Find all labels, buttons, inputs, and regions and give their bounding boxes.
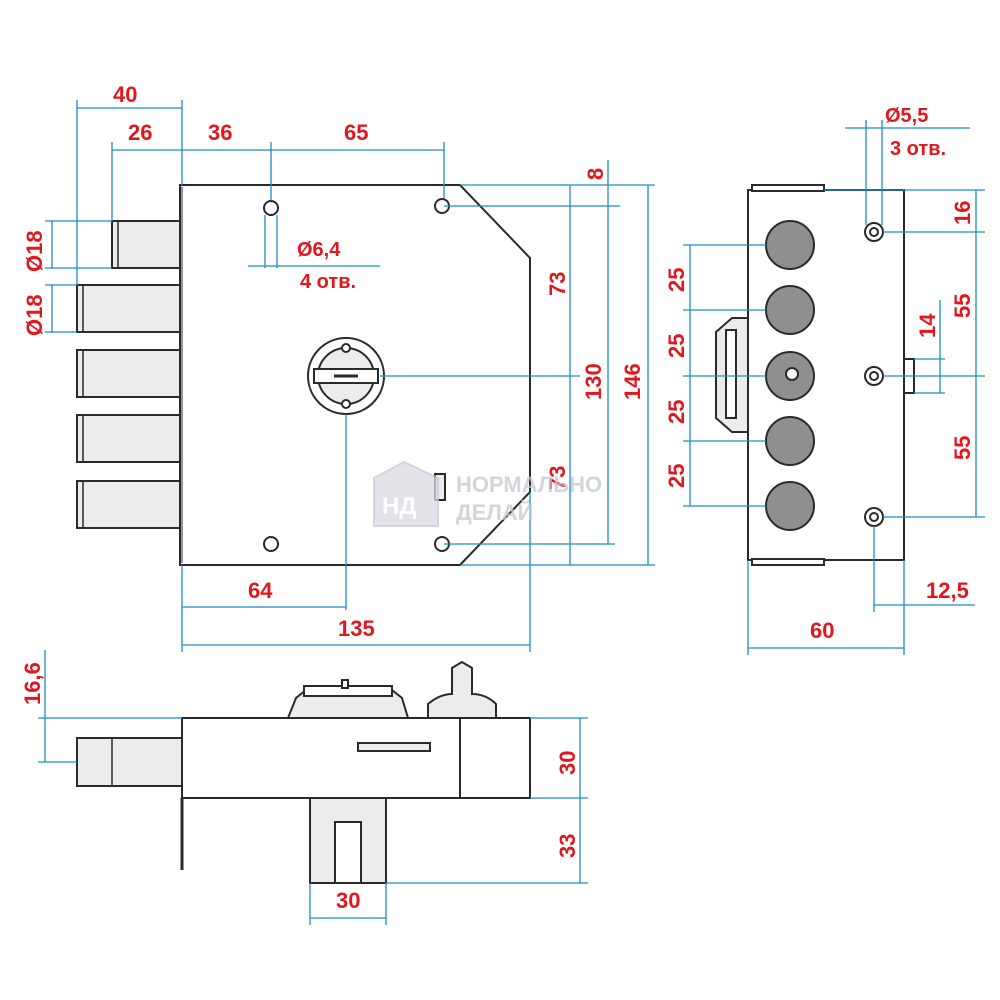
pitch-label-3: 25 (664, 400, 689, 424)
dim-label-40: 40 (113, 82, 137, 107)
dim-label-135: 135 (338, 616, 375, 641)
bolts (76, 220, 183, 529)
dim-label-33: 33 (555, 834, 580, 858)
hole-diameter-label: Ø6,4 (297, 239, 341, 261)
dim-label-55-top: 55 (950, 294, 975, 318)
dim-label-73-bottom: 73 (545, 466, 570, 490)
dim-label-d18-top: Ø18 (22, 230, 47, 272)
knob (427, 660, 497, 719)
bolt-end (765, 481, 815, 531)
screw-hole-inner (869, 371, 879, 381)
dim-label-36: 36 (208, 120, 232, 145)
side-dimensions (683, 120, 985, 655)
dim-label-146: 146 (620, 363, 645, 400)
dim-label-14: 14 (915, 313, 940, 338)
screw-diameter-label: Ø5,5 (885, 105, 928, 127)
dim-label-60: 60 (810, 618, 834, 643)
watermark-line-1: НОРМАЛЬНО (456, 472, 602, 497)
bolt-4 (76, 414, 183, 463)
cylinder-pin-top (341, 343, 351, 353)
top-slot (357, 742, 431, 752)
watermark: НД НОРМАЛЬНО ДЕЛАЙ (373, 460, 602, 527)
watermark-logo-letters: НД (382, 493, 416, 520)
hole-count-label: 4 отв. (300, 271, 356, 293)
dim-label-d18-bottom: Ø18 (22, 294, 47, 336)
mounting-hole (263, 200, 279, 216)
front-view: 40 26 36 65 8 Ø18 Ø18 Ø6,4 4 отв. 73 73 … (22, 82, 655, 652)
mounting-hole (263, 536, 279, 552)
cylinder-pin (341, 679, 349, 689)
dim-label-16-6: 16,6 (20, 662, 45, 705)
top-dimensions (38, 650, 588, 925)
dim-label-30-height: 30 (555, 751, 580, 775)
bolt-end (765, 416, 815, 466)
dim-label-26: 26 (128, 120, 152, 145)
front-dimensions (45, 100, 655, 652)
cylinder (307, 337, 385, 415)
bolt-end-center (785, 367, 799, 381)
bolt-end (765, 220, 815, 270)
dim-label-30-width: 30 (336, 888, 360, 913)
faceplate-top-flange (751, 184, 825, 192)
strike-slot (334, 821, 362, 884)
bolt-3 (76, 349, 183, 398)
screw-hole-inner (869, 512, 879, 522)
screw-count-label: 3 отв. (890, 138, 946, 160)
pitch-label-4: 25 (664, 464, 689, 488)
watermark-line-2: ДЕЛАЙ (456, 500, 533, 525)
faceplate-bottom-flange (751, 558, 825, 566)
pitch-label-2: 25 (664, 334, 689, 358)
top-body (181, 717, 531, 799)
bolt-end (765, 285, 815, 335)
latch-bevel (725, 329, 737, 419)
top-bolt (76, 737, 183, 787)
bolt-5 (76, 480, 183, 529)
dim-label-8: 8 (583, 168, 608, 180)
dim-label-16: 16 (950, 201, 975, 225)
dim-label-130: 130 (581, 363, 606, 400)
dim-label-73-top: 73 (545, 272, 570, 296)
screw-hole-inner (869, 227, 879, 237)
top-view: 16,6 30 33 30 (20, 650, 588, 925)
dim-label-55-bottom: 55 (950, 436, 975, 460)
dim-label-65: 65 (344, 120, 368, 145)
watermark-logo-icon (373, 460, 439, 527)
bolt-1 (111, 220, 183, 269)
side-view: Ø5,5 3 отв. 16 55 14 55 25 25 25 25 12,5… (664, 105, 985, 655)
dim-label-12-5: 12,5 (926, 578, 969, 603)
dim-label-64: 64 (248, 578, 273, 603)
pitch-label-1: 25 (664, 268, 689, 292)
bolt-2 (76, 284, 183, 333)
cylinder-pin-bottom (341, 399, 351, 409)
